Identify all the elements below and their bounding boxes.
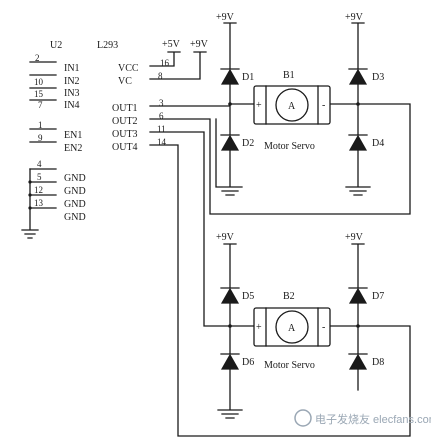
diode-d3-label: D3	[372, 72, 384, 83]
diode-d4: D4	[348, 134, 384, 151]
pin-out4-label: OUT4	[112, 142, 138, 153]
motor-b1-ref: B1	[283, 70, 295, 81]
junction-dot	[356, 102, 360, 106]
motor-b1-plus: +	[256, 100, 262, 111]
chip-part: L293	[97, 40, 118, 51]
rail-label-left: +9V	[216, 232, 235, 243]
pin-gnd4-label: GND	[64, 212, 86, 223]
diode-d6: D6	[220, 353, 254, 370]
motor-b2-minus: -	[322, 322, 325, 333]
pin-vcc-num: 16	[160, 58, 170, 68]
chip-u2: U2 L293 +5V +9V VCC 16 VC 8 2 IN1 10 IN2…	[21, 39, 209, 239]
bridge-wiring	[149, 131, 411, 437]
pin-vcc-label: VCC	[118, 63, 139, 74]
watermark-logo-icon	[294, 409, 312, 427]
pin-gnd1-label: GND	[64, 173, 86, 184]
gnd-junction-dot	[28, 206, 32, 210]
diode-d8-label: D8	[372, 357, 384, 368]
pin-out3-label: OUT3	[112, 129, 138, 140]
pin-in2-num: 10	[34, 77, 44, 87]
input-pin-stubs	[29, 61, 57, 209]
gnd-junction-dot	[28, 180, 32, 184]
rail-label-right: +9V	[345, 12, 364, 23]
pin-vc-num: 8	[158, 71, 163, 81]
junction-dot	[228, 324, 232, 328]
pin-in2-label: IN2	[64, 76, 80, 87]
pin-in1-label: IN1	[64, 63, 80, 74]
watermark-text: 电子发烧友 elecfans.com	[315, 412, 431, 426]
pin-in4-num: 7	[38, 100, 43, 110]
pin-in3-num: 15	[34, 89, 44, 99]
pin-out2-label: OUT2	[112, 116, 138, 127]
gnd-bus	[21, 168, 39, 239]
junction-dot	[356, 324, 360, 328]
diode-d6-label: D6	[242, 357, 254, 368]
pin-en2-label: EN2	[64, 143, 82, 154]
pin-out3-num: 11	[157, 124, 166, 134]
pin-out2-num: 6	[159, 111, 164, 121]
diode-d4-label: D4	[372, 138, 384, 149]
bridge-b1: +9V +9V D1 D2 D3 D4 B1	[149, 12, 411, 215]
bridge-b2: +9V +9V D5 D6 D7 D8 B2	[149, 131, 411, 437]
pin-en2-num: 9	[38, 133, 43, 143]
pin-out1-num: 3	[159, 98, 164, 108]
pin-en1-label: EN1	[64, 130, 82, 141]
motor-b2-plus: +	[256, 322, 262, 333]
pin-gnd-top-num: 4	[37, 159, 42, 169]
motor-b2-label: Motor Servo	[264, 360, 315, 371]
motor-b1-label: Motor Servo	[264, 141, 315, 152]
motor-b1: B1 A + - Motor Servo	[253, 70, 331, 152]
pin-gnd3-num: 13	[34, 198, 44, 208]
chip-ref: U2	[50, 40, 62, 51]
pin-gnd1-num: 5	[37, 172, 42, 182]
junction-dot	[228, 102, 232, 106]
pin-vc-label: VC	[118, 76, 132, 87]
pin-in1-num: 2	[35, 53, 40, 63]
pin-out4-num: 14	[157, 137, 167, 147]
bridge-wiring	[149, 22, 411, 215]
pin-en1-num: 1	[38, 120, 43, 130]
motor-b1-symbol: A	[288, 101, 296, 112]
diode-d1: D1	[220, 68, 254, 85]
diode-d7: D7	[348, 287, 384, 304]
pin-in3-label: IN3	[64, 88, 80, 99]
pin-in4-label: IN4	[64, 100, 80, 111]
supply-9v-label: +9V	[190, 39, 209, 50]
diode-d2: D2	[220, 134, 254, 151]
pin-gnd2-num: 12	[34, 185, 43, 195]
diode-d5-label: D5	[242, 291, 254, 302]
motor-b2-ref: B2	[283, 291, 295, 302]
motor-b2: B2 A + - Motor Servo	[253, 291, 331, 371]
pin-gnd3-label: GND	[64, 199, 86, 210]
diode-d7-label: D7	[372, 291, 384, 302]
diode-d3: D3	[348, 68, 384, 85]
pin-out1-label: OUT1	[112, 103, 138, 114]
diode-d8: D8	[348, 353, 384, 370]
diode-d1-label: D1	[242, 72, 254, 83]
motor-b2-symbol: A	[288, 323, 296, 334]
motor-b1-minus: -	[322, 100, 325, 111]
rail-label-left: +9V	[216, 12, 235, 23]
diode-d5: D5	[220, 287, 254, 304]
watermark: 电子发烧友 elecfans.com	[294, 409, 431, 427]
supply-5v-label: +5V	[162, 39, 181, 50]
rail-label-right: +9V	[345, 232, 364, 243]
gnd-junction-dot	[28, 193, 32, 197]
power-pin-wires	[149, 51, 207, 80]
diode-d2-label: D2	[242, 138, 254, 149]
pin-gnd2-label: GND	[64, 186, 86, 197]
